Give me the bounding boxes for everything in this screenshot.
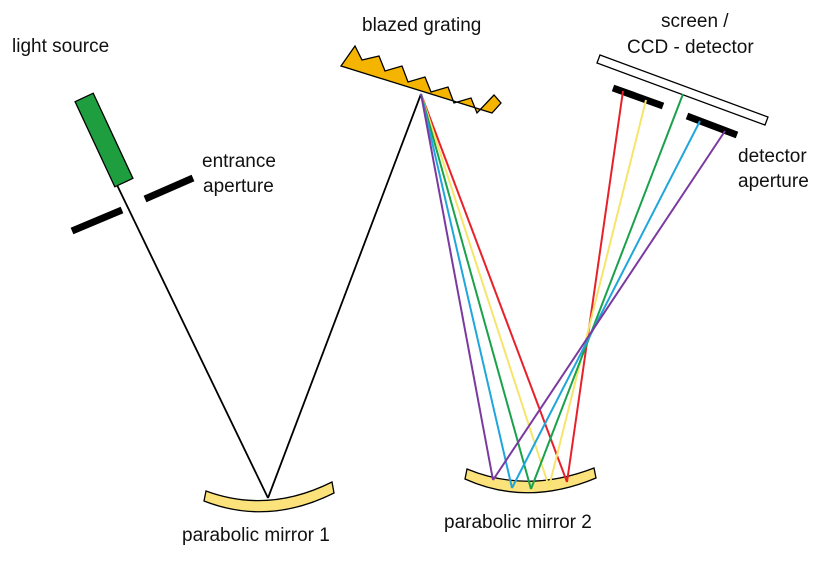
parabolic-mirror-2 (464, 467, 597, 494)
parabolic-mirror-1-label: parabolic mirror 1 (182, 525, 330, 546)
ccd-screen (596, 54, 769, 126)
parabolic-mirror-1 (203, 481, 335, 513)
light-source-label: light source (12, 36, 109, 57)
detector-aperture-left (611, 84, 665, 110)
parabolic-mirror-2-label: parabolic mirror 2 (444, 512, 592, 533)
ray-purple-to-detector (492, 130, 726, 481)
ray-green-to-mirror (420, 93, 532, 490)
ray-blue-to-mirror (420, 93, 513, 489)
ray-red-to-detector (566, 90, 624, 483)
detector-aperture-label-line1: detector (738, 146, 807, 167)
entrance-aperture-label-line1: entrance (202, 151, 276, 172)
ray-blue-to-detector (511, 120, 701, 489)
ray-yellow-to-mirror (420, 93, 550, 488)
ray-purple-to-mirror (420, 93, 494, 481)
screen-label-line1: screen / (661, 11, 729, 32)
incident-beam (116, 184, 269, 499)
blazed-grating-label: blazed grating (362, 15, 481, 36)
entrance-aperture-lower (70, 206, 124, 235)
screen-label-line2: CCD - detector (627, 37, 754, 58)
detector-aperture-right (685, 112, 739, 139)
collimated-beam (267, 93, 422, 499)
entrance-aperture-upper (143, 174, 195, 203)
ray-red-to-mirror (420, 93, 568, 483)
light-source (74, 92, 134, 188)
ray-green-to-detector (530, 93, 684, 490)
ray-yellow-to-detector (548, 99, 647, 488)
entrance-aperture-label-line2: aperture (203, 176, 274, 197)
blazed-grating (339, 44, 502, 115)
detector-aperture-label-line2: aperture (738, 171, 809, 192)
